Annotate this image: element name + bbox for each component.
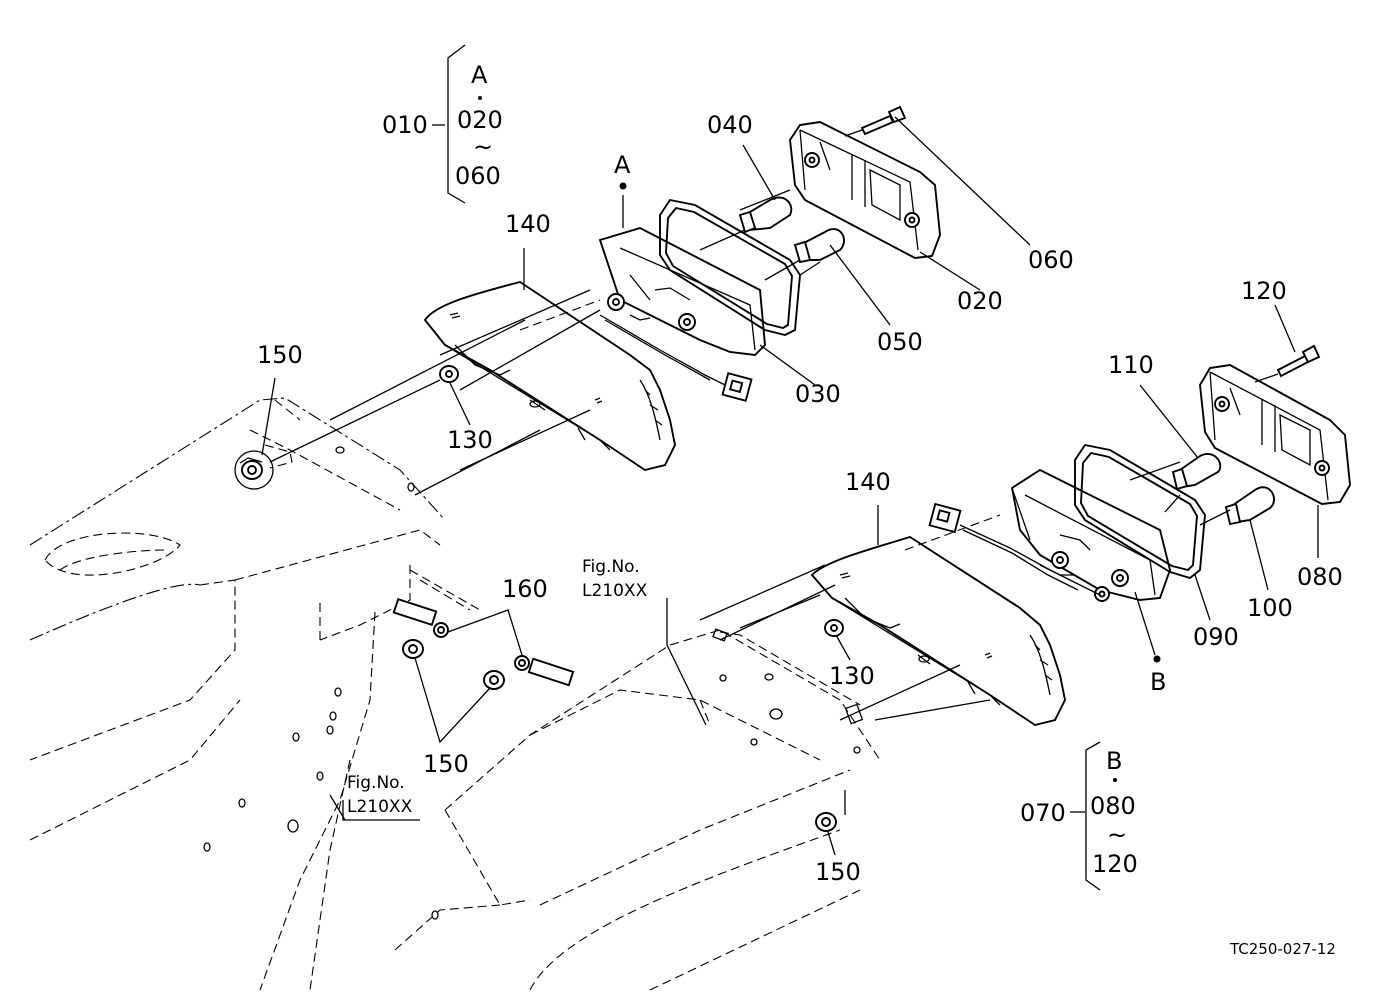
label-050: 050 (877, 328, 923, 356)
label-leaders (261, 44, 1319, 891)
upper-screw-060 (860, 105, 907, 136)
drawing-code: TC250-027-12 (1229, 940, 1336, 958)
label-030: 030 (795, 380, 841, 408)
label-090: 090 (1193, 623, 1239, 651)
middle-parts-150-160 (392, 597, 837, 832)
label-130-upper: 130 (447, 426, 493, 454)
label-150-left: 150 (257, 341, 303, 369)
part-labels: 010 A 020 ~ 060 040 A 140 060 020 050 03… (257, 61, 1343, 958)
lower-lamp-bracket-140 (810, 535, 1066, 727)
label-150-middle: 150 (423, 750, 469, 778)
label-160: 160 (502, 575, 548, 603)
label-070: 070 (1020, 799, 1066, 827)
lower-leader-lines (699, 373, 1279, 721)
label-080-bottom: 080 (1090, 792, 1136, 820)
label-a-marker: A (614, 151, 631, 179)
upper-bulbs-040-050 (738, 196, 845, 264)
nut-150-left (234, 444, 293, 490)
label-150-lower: 150 (815, 858, 861, 886)
fig-ref-upper-line2: L210XX (582, 581, 648, 601)
label-040: 040 (707, 111, 753, 139)
fig-ref-lower-line1: Fig.No. (347, 773, 405, 793)
upper-lamp-cover-020 (789, 121, 941, 259)
label-060-top: 060 (455, 162, 501, 190)
label-b-marker: B (1150, 668, 1166, 696)
upper-gasket-030 (659, 198, 801, 337)
fender-body (29, 397, 881, 991)
lower-bulbs-110-100 (1171, 453, 1275, 526)
lower-gasket-090 (1074, 443, 1206, 580)
label-tilde-a: ~ (473, 133, 493, 161)
label-b-bottom: B (1106, 747, 1122, 775)
upper-lamp-bracket-140 (423, 280, 676, 472)
label-120-bottom: 120 (1092, 850, 1138, 878)
label-120: 120 (1241, 277, 1287, 305)
upper-leader-lines (269, 129, 863, 496)
label-060: 060 (1028, 246, 1074, 274)
label-130-lower: 130 (829, 662, 875, 690)
label-tilde-b: ~ (1107, 821, 1127, 849)
label-140-lower: 140 (845, 468, 891, 496)
label-080: 080 (1297, 563, 1343, 591)
label-010: 010 (382, 111, 428, 139)
label-140-upper: 140 (505, 210, 551, 238)
fig-ref-lower-line2: L210XX (347, 797, 413, 817)
marker-dots (478, 96, 1161, 782)
upper-lens-housing (598, 226, 766, 402)
lower-lamp-cover-080 (1199, 364, 1351, 505)
label-100: 100 (1247, 594, 1293, 622)
lower-nut-130 (824, 619, 844, 637)
label-a-top: A (471, 61, 488, 89)
label-020-top: 020 (457, 106, 503, 134)
label-020: 020 (957, 287, 1003, 315)
upper-nut-130 (439, 365, 459, 383)
label-110: 110 (1108, 351, 1154, 379)
lower-screw-120 (1276, 344, 1321, 378)
fig-ref-upper-line1: Fig.No. (582, 557, 640, 577)
lower-lens-housing (928, 468, 1171, 602)
